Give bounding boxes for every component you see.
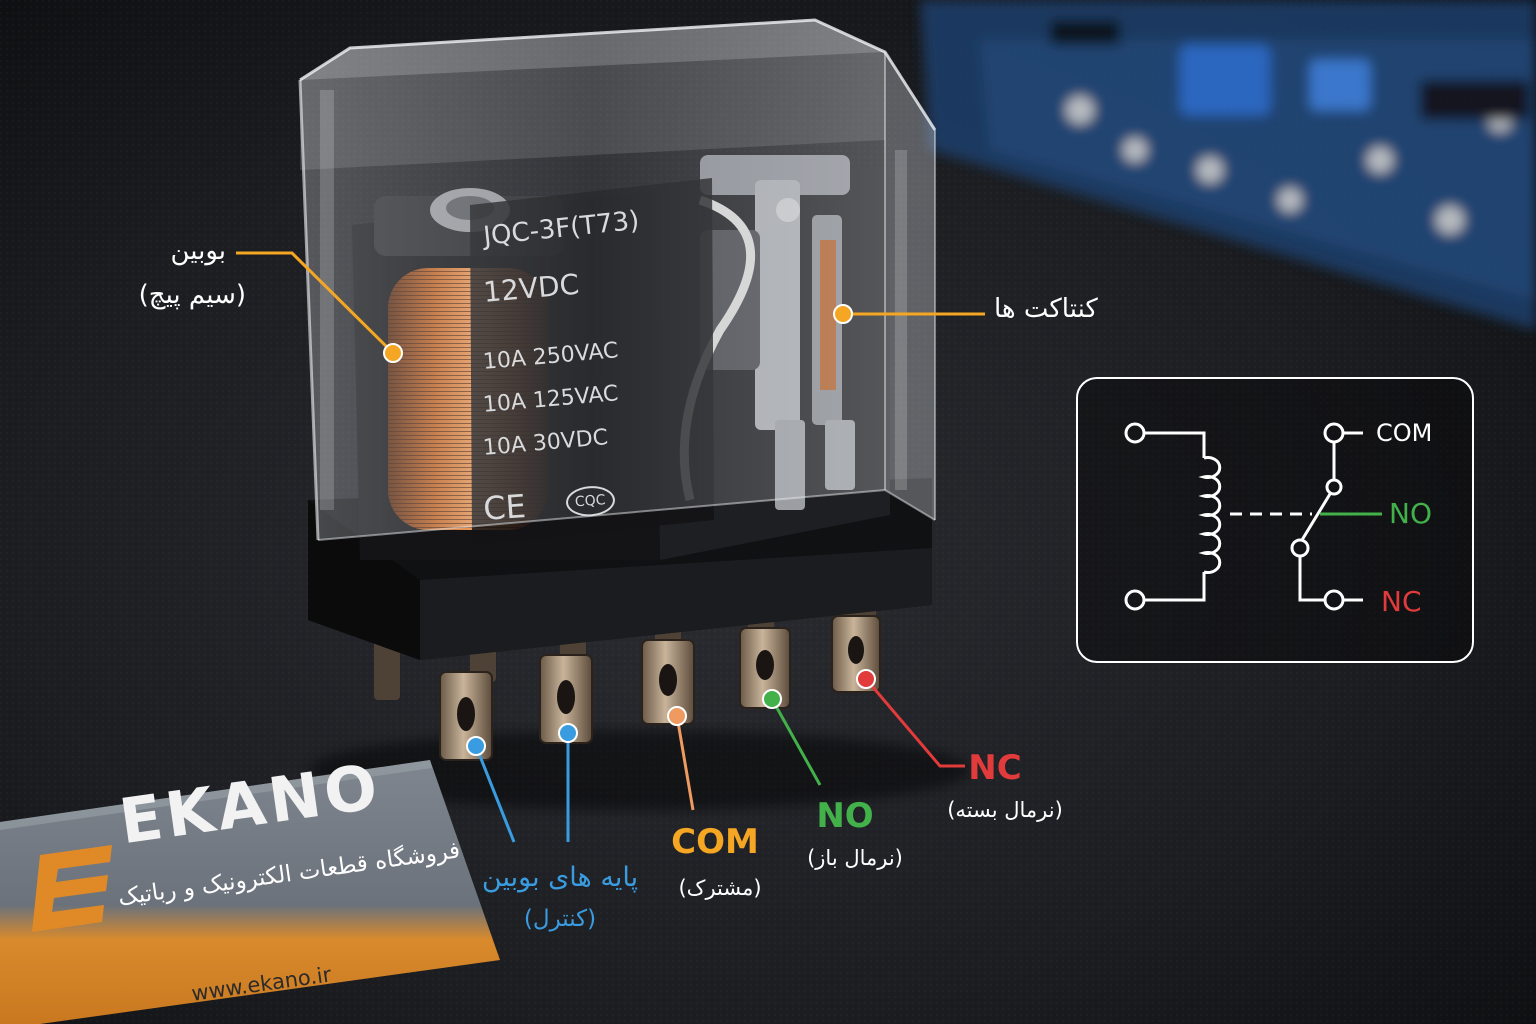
clear-case <box>298 18 937 541</box>
no-callout-title: NO <box>816 796 874 836</box>
relay-schematic-icon <box>1076 377 1474 663</box>
ce-mark: CE <box>482 487 528 528</box>
nc-callout-title: NC <box>968 748 1022 788</box>
no-callout-subtitle: (نرمال باز) <box>807 846 903 870</box>
com-callout-title: COM <box>671 822 759 862</box>
schematic-com-label: COM <box>1376 419 1433 447</box>
nc-callout-subtitle: (نرمال بسته) <box>947 798 1063 822</box>
coil-pins-callout-title: پایه های بوبین <box>481 862 639 893</box>
schematic-no-label: NO <box>1389 497 1432 530</box>
ekano-logo-mark-icon <box>32 845 112 932</box>
com-callout-subtitle: (مشترک) <box>678 876 762 900</box>
coil-pins-callout-subtitle: (کنترل) <box>523 906 597 932</box>
coil-callout-title: بوبین <box>170 236 226 266</box>
schematic-nc-label: NC <box>1381 585 1422 618</box>
contacts-callout: کنتاکت ها <box>994 294 1098 324</box>
brand-card <box>0 760 500 1024</box>
callout-markers <box>383 304 876 756</box>
coil-callout-subtitle: (سیم پیچ) <box>138 280 246 310</box>
callout-lines <box>236 251 985 843</box>
